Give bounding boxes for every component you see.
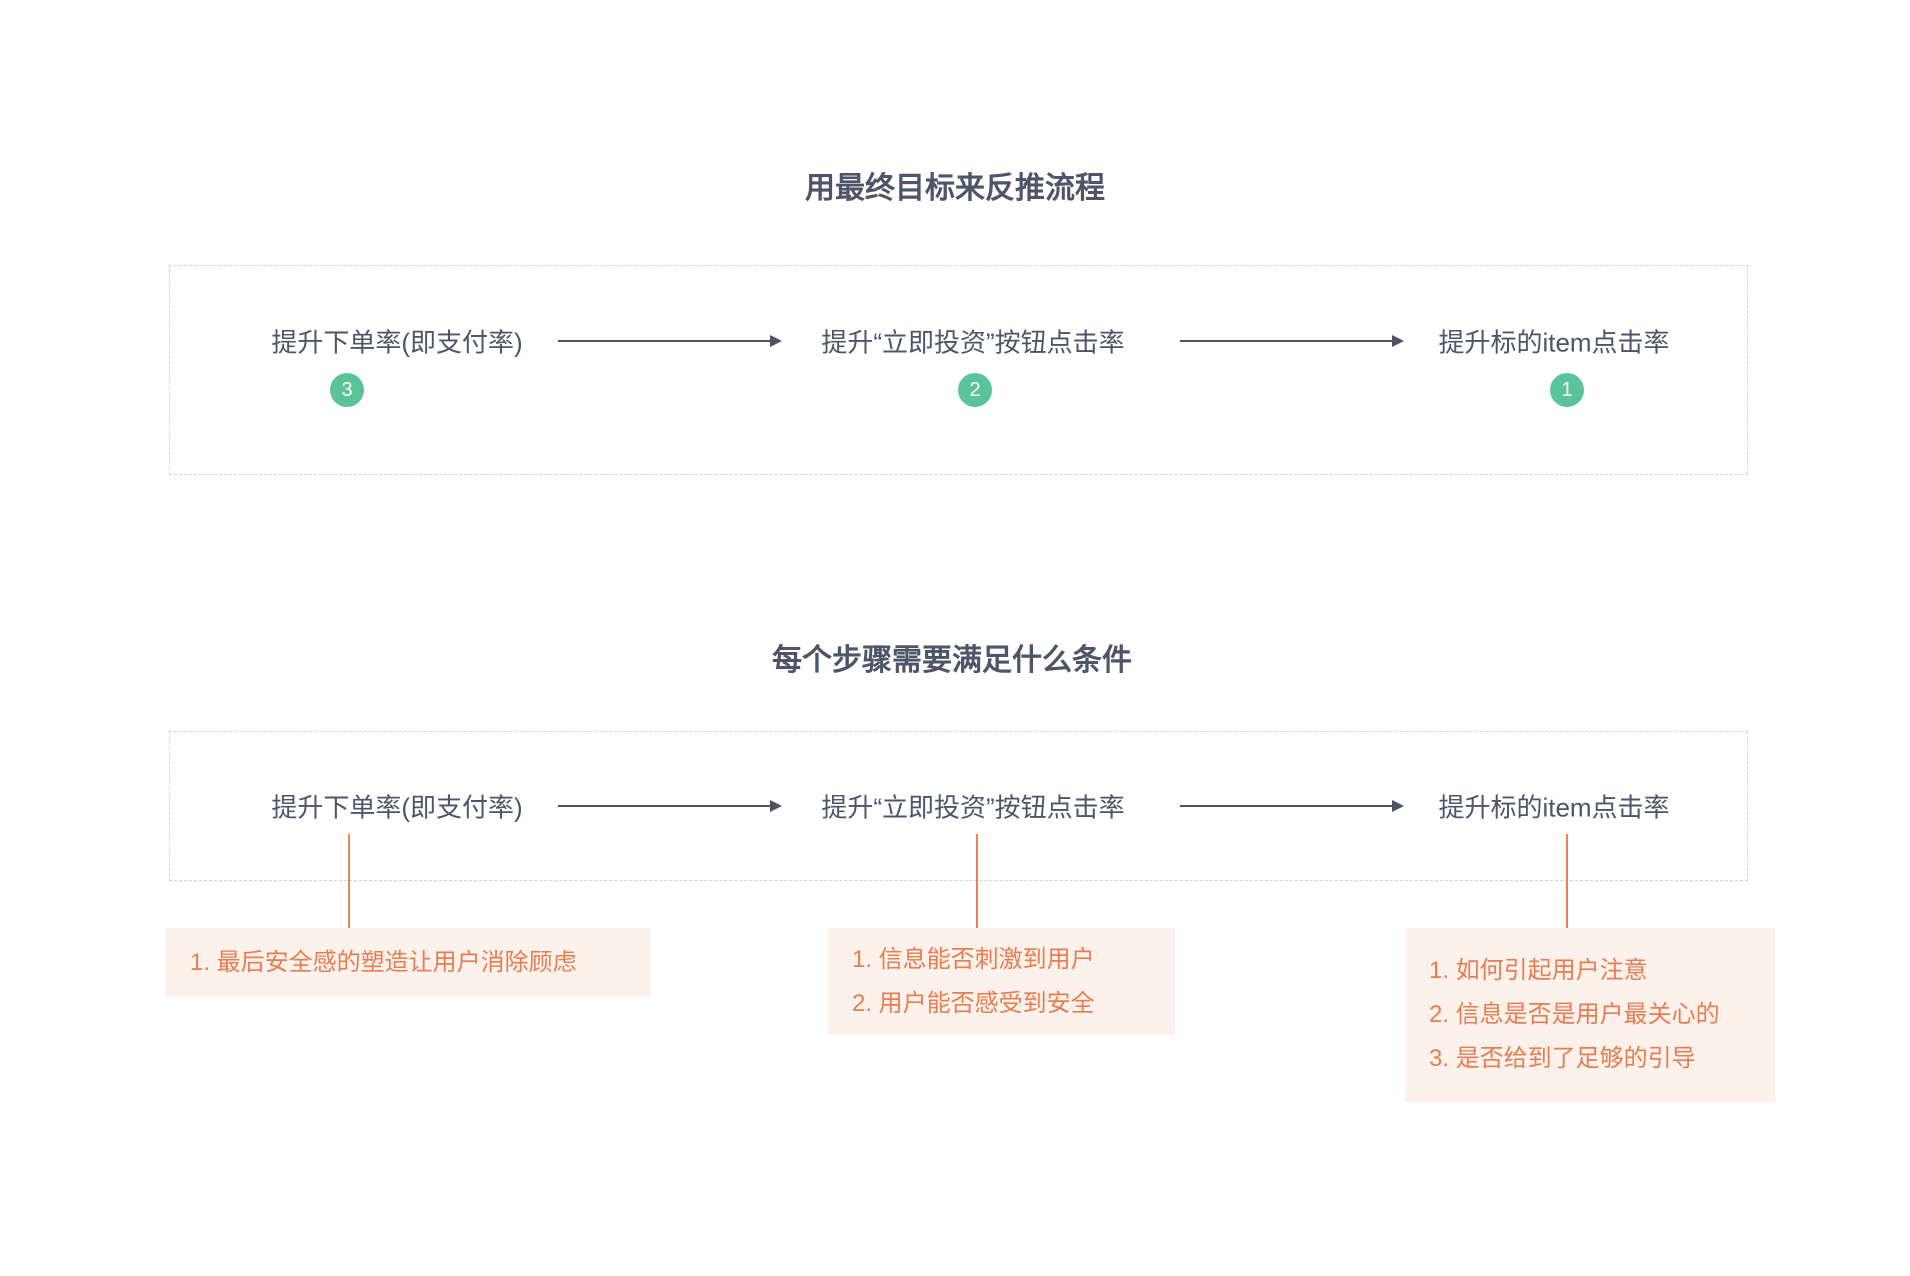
arrow-line-icon: [558, 805, 770, 807]
note-item: 2. 用户能否感受到安全: [852, 989, 1095, 1017]
connector-line-icon: [1566, 834, 1568, 928]
flow1-node-invest-button-ctr: 提升“立即投资”按钮点击率: [821, 327, 1125, 358]
arrow-head-icon: [1392, 800, 1404, 812]
flow1-node-item-ctr: 提升标的item点击率: [1438, 327, 1670, 358]
arrow-line-icon: [1180, 805, 1392, 807]
step-badge-2: 2: [958, 373, 992, 407]
note-box-button-conditions: 1. 信息能否刺激到用户 2. 用户能否感受到安全: [828, 928, 1175, 1035]
note-box-payment-conditions: 1. 最后安全感的塑造让用户消除顾虑: [166, 928, 650, 997]
step-badge-3: 3: [330, 373, 364, 407]
section2-flow-container: [169, 731, 1748, 881]
section2-title: 每个步骤需要满足什么条件: [772, 644, 1132, 677]
arrow-head-icon: [770, 335, 782, 347]
section1-flow-container: [169, 265, 1748, 475]
flow2-node-invest-button-ctr: 提升“立即投资”按钮点击率: [821, 792, 1125, 823]
flow2-node-order-rate: 提升下单率(即支付率): [271, 792, 523, 823]
flow1-node-order-rate: 提升下单率(即支付率): [271, 327, 523, 358]
connector-line-icon: [976, 834, 978, 928]
note-item: 3. 是否给到了足够的引导: [1429, 1045, 1696, 1072]
note-item: 2. 信息是否是用户最关心的: [1429, 1001, 1720, 1028]
arrow-line-icon: [1180, 340, 1392, 342]
step-badge-1: 1: [1550, 373, 1584, 407]
connector-line-icon: [348, 834, 350, 928]
note-item: 1. 信息能否刺激到用户: [852, 945, 1095, 973]
arrow-head-icon: [1392, 335, 1404, 347]
arrow-line-icon: [558, 340, 770, 342]
arrow-head-icon: [770, 800, 782, 812]
flow2-node-item-ctr: 提升标的item点击率: [1438, 792, 1670, 823]
section1-title: 用最终目标来反推流程: [805, 172, 1105, 205]
note-item: 1. 如何引起用户注意: [1429, 957, 1648, 984]
note-box-item-conditions: 1. 如何引起用户注意 2. 信息是否是用户最关心的 3. 是否给到了足够的引导: [1405, 928, 1775, 1102]
note-item: 1. 最后安全感的塑造让用户消除顾虑: [190, 948, 577, 976]
